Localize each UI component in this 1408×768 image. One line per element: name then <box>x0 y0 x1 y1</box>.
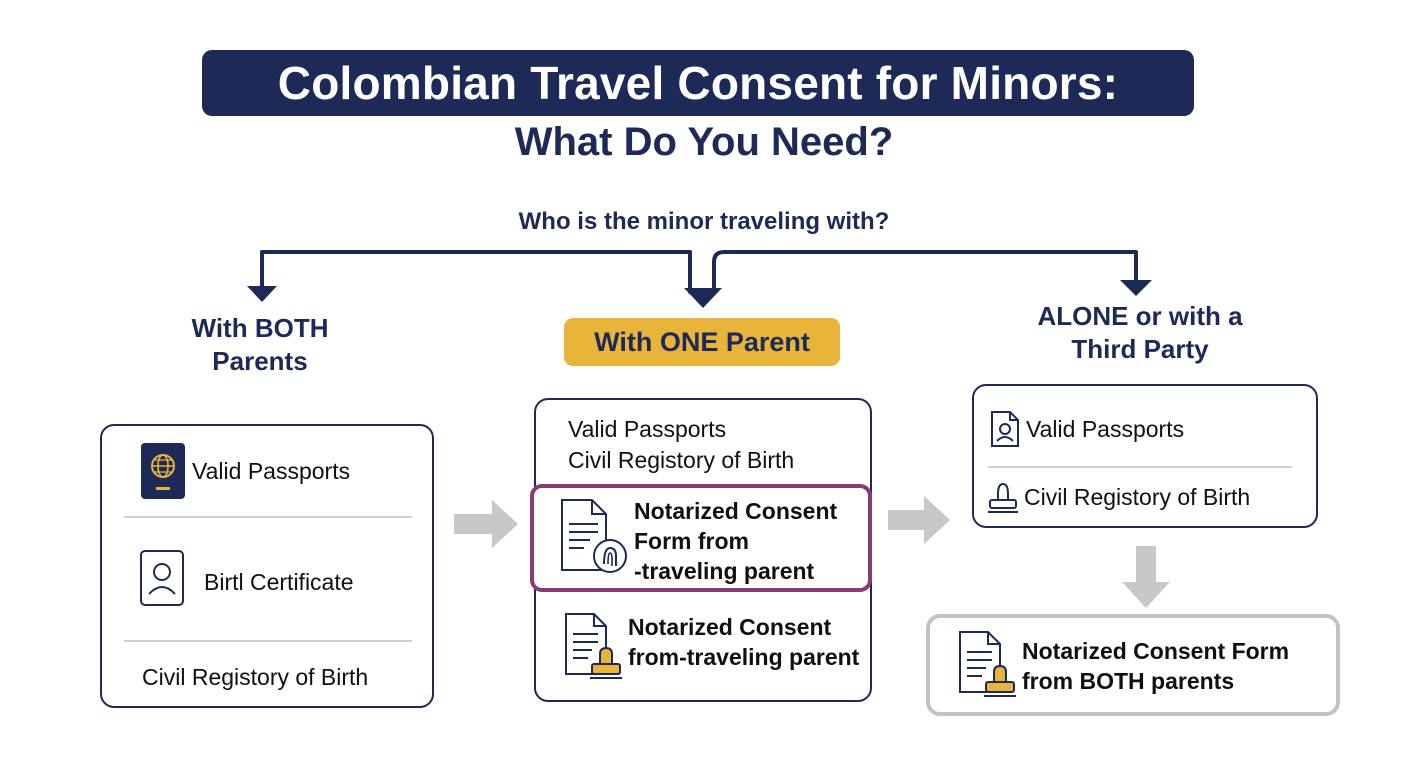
one-consent-text: Notarized Consent from-traveling parent <box>628 614 860 670</box>
divider <box>124 516 412 518</box>
question: Who is the minor traveling with? <box>518 208 890 235</box>
label-one-parent: With ONE Parent <box>564 318 840 366</box>
label-alone-third-party: ALONE or with a Third Party <box>1037 301 1243 364</box>
highlighted-consent-text: Notarized Consent Form from -traveling p… <box>634 498 838 584</box>
document-fingerprint-icon <box>561 499 627 573</box>
alone-item-passports: Valid Passports <box>1026 416 1185 442</box>
id-card-icon <box>140 550 184 606</box>
one-item-passports: Valid Passports <box>568 416 727 442</box>
document-stamp-icon <box>565 613 622 679</box>
final-consent-box: Notarized Consent Form from BOTH parents <box>926 614 1340 716</box>
connector-left <box>260 250 692 290</box>
stamp-icon <box>988 482 1018 513</box>
arrowhead-right <box>1120 280 1152 296</box>
highlighted-consent-box: Notarized Consent Form from -traveling p… <box>530 484 872 592</box>
gray-arrow-right <box>888 496 950 544</box>
title-banner: Colombian Travel Consent for Minors: <box>202 50 1194 116</box>
divider <box>124 640 412 642</box>
alone-item-civil-registry: Civil Registory of Birth <box>1024 484 1251 510</box>
card-alone-third-party: Valid Passports Civil Registory of Birth <box>972 384 1318 528</box>
gray-arrow-down <box>1122 546 1170 608</box>
gray-arrow-left <box>454 500 518 548</box>
connector-center <box>688 250 1138 294</box>
subtitle: What Do You Need? <box>514 120 894 164</box>
passport-icon <box>141 443 185 499</box>
document-stamp-icon <box>959 631 1016 697</box>
arrowhead-left <box>247 286 277 302</box>
label-both-parents: With BOTH Parents <box>191 313 329 376</box>
final-consent-text: Notarized Consent Form from BOTH parents <box>1022 638 1290 694</box>
both-item-civil-registry: Civil Registory of Birth <box>142 664 369 690</box>
both-item-passports: Valid Passports <box>192 458 351 484</box>
divider <box>988 466 1292 468</box>
both-item-certificate: Birtl Certificate <box>204 569 354 595</box>
document-person-icon <box>991 411 1019 447</box>
arrowhead-center <box>684 288 722 308</box>
one-item-civil-registry: Civil Registory of Birth <box>568 447 795 473</box>
card-both-parents: Valid Passports Birtl Certificate Civil … <box>100 424 434 708</box>
